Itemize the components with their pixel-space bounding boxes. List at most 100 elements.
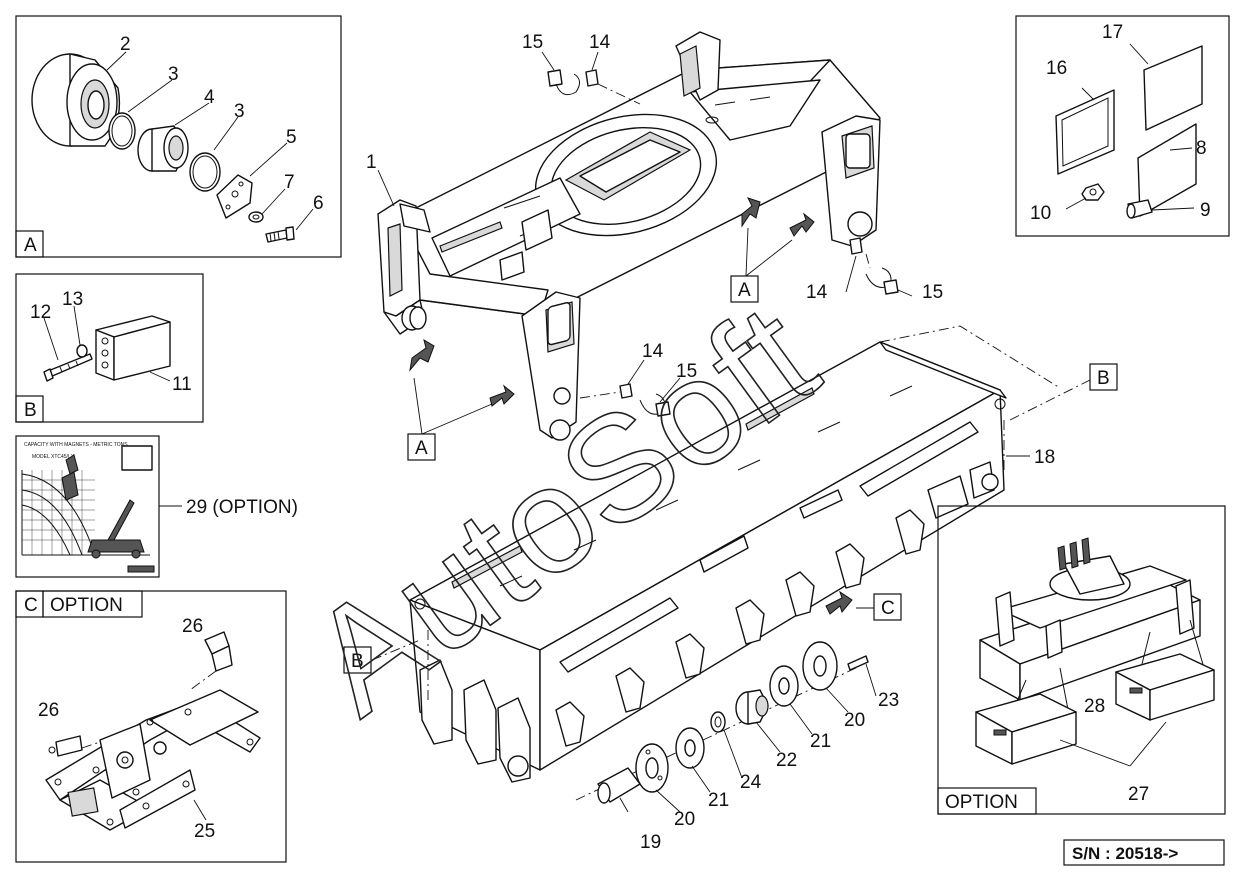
- washer-part-13: [76, 344, 88, 358]
- callout-21b: 21: [810, 731, 831, 752]
- view-b-tags: B B: [343, 325, 1118, 674]
- callout-15a: 15: [522, 32, 543, 53]
- callout-13: 13: [62, 289, 83, 310]
- frame-leg-right-front: [675, 31, 721, 101]
- washer-part: [248, 211, 264, 223]
- callout-5: 5: [286, 127, 297, 148]
- callout-18: 18: [1034, 447, 1055, 468]
- tag-a2: A: [738, 280, 751, 301]
- rotation-arrows: [409, 197, 853, 615]
- serial-number-box: S/N : 20518->: [1063, 839, 1225, 866]
- callout-4: 4: [204, 87, 215, 108]
- grease-fittings-top: 15 14: [522, 32, 641, 105]
- inset-a: A: [15, 15, 342, 258]
- beam-lugs: [555, 461, 995, 747]
- callout-11: 11: [172, 374, 192, 395]
- snap-ring-part: [108, 112, 136, 150]
- callout-20b: 20: [844, 710, 865, 731]
- tag-b1: B: [1097, 368, 1110, 389]
- magnet-block-part: [95, 315, 171, 381]
- inset-c-tag: C: [24, 595, 38, 616]
- callout-14c: 14: [642, 341, 664, 362]
- flange-part-21a: [675, 727, 705, 769]
- inset-b: B 12 13 11: [15, 273, 204, 423]
- pin-part-26-top: [204, 631, 233, 672]
- tag-a1: A: [415, 438, 428, 459]
- chart-thumb-title: CAPACITY WITH MAGNETS - METRIC TONS: [24, 442, 128, 448]
- callout-15b: 15: [922, 282, 943, 303]
- spreader-with-magnets: [975, 537, 1215, 765]
- wear-pad-16: [1055, 89, 1115, 175]
- callout-2: 2: [120, 34, 131, 55]
- callout-24: 24: [740, 772, 762, 793]
- callout-3b: 3: [234, 101, 245, 122]
- callout-26b: 26: [38, 700, 59, 721]
- grease-fittings-right: 14 15: [806, 237, 943, 303]
- inset-a-tag: A: [24, 235, 37, 256]
- wear-pad-8: [1137, 123, 1197, 217]
- snap-ring-part-2: [189, 152, 221, 192]
- crane-silhouette: [61, 445, 153, 559]
- flange-part-20a: [635, 743, 669, 793]
- frame-leg-left-back: [521, 291, 581, 441]
- tag-b2: B: [351, 651, 364, 672]
- chart-thumb-grid: [21, 470, 150, 556]
- bushing-part-22: [735, 689, 769, 725]
- inset-option: OPTION 2: [937, 505, 1226, 815]
- wheel-part: [31, 53, 121, 147]
- callout-26a: 26: [182, 616, 203, 637]
- callout-12: 12: [30, 302, 51, 323]
- grease-fittings-middle: 14 15: [579, 341, 697, 417]
- lower-beam-assembly: 18: [409, 341, 1055, 783]
- frame-leg-right-back: [821, 115, 881, 247]
- wear-pad-17: [1143, 45, 1203, 131]
- flange-part-21b: [769, 665, 799, 707]
- view-a-tags: A A: [407, 227, 793, 461]
- callout-22: 22: [776, 750, 797, 771]
- chart-thumb-model: MODEL XTC45/LX: [32, 454, 75, 460]
- callout-20a: 20: [674, 809, 695, 830]
- callout-15c: 15: [676, 361, 697, 382]
- callout-27: 27: [1128, 784, 1149, 805]
- capacity-chart-thumbnail: CAPACITY WITH MAGNETS - METRIC TONS MODE…: [15, 435, 298, 578]
- callout-21a: 21: [708, 790, 729, 811]
- callout-14b: 14: [806, 282, 828, 303]
- pin-stack-exploded: 19 20 21 24 22 21 20 23: [575, 641, 899, 853]
- callout-16: 16: [1046, 58, 1067, 79]
- bolt-part-23: [847, 655, 869, 671]
- callout-6: 6: [313, 193, 324, 214]
- beam-top-slots: [451, 385, 913, 589]
- bearing-part: [137, 125, 189, 172]
- bolt-part: [265, 226, 295, 243]
- inset-pads: 16 17 8 10 9: [1015, 15, 1230, 237]
- inset-b-tag: B: [24, 400, 37, 421]
- hanger-link-assembly: [45, 689, 261, 831]
- flange-part-20b: [802, 641, 838, 691]
- washer-part-24: [710, 711, 726, 733]
- callout-17: 17: [1102, 22, 1123, 43]
- callout-3a: 3: [168, 64, 179, 85]
- view-c-tag: C: [856, 593, 902, 621]
- inset-c-option: C OPTION 26 26 25: [15, 590, 287, 863]
- nut-part-10: [1081, 183, 1105, 201]
- callout-23: 23: [878, 690, 899, 711]
- upper-frame-assembly: 1: [366, 31, 881, 441]
- callout-29: 29 (OPTION): [186, 497, 298, 518]
- option-label: OPTION: [945, 792, 1018, 813]
- pin-part-26-left: [55, 735, 83, 757]
- callout-25: 25: [194, 821, 215, 842]
- callout-8: 8: [1196, 138, 1207, 159]
- serial-number: S/N : 20518->: [1072, 844, 1178, 863]
- retainer-plate-part: [216, 174, 253, 219]
- callout-19: 19: [640, 832, 661, 853]
- callout-9: 9: [1200, 200, 1211, 221]
- callout-7: 7: [284, 172, 295, 193]
- callout-10: 10: [1030, 203, 1051, 224]
- bolt-part-9: [1126, 199, 1153, 219]
- inset-c-option-label: OPTION: [50, 595, 123, 616]
- pivot-pin-knob: [401, 305, 427, 331]
- callout-1: 1: [366, 152, 377, 173]
- tag-c: C: [881, 598, 895, 619]
- callout-14a: 14: [589, 32, 611, 53]
